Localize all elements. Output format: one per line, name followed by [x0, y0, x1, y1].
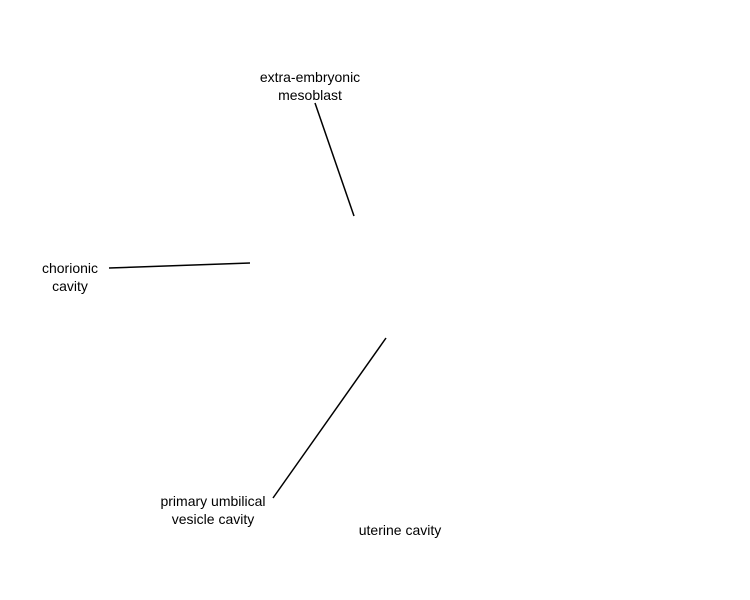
label-primary-umbilical-vesicle-cavity: primary umbilical vesicle cavity [148, 492, 278, 528]
leader-line-chorionic-cavity [108, 262, 251, 269]
label-chorionic-cavity-line-2: cavity [52, 278, 88, 294]
label-primary-umbilical-vesicle-cavity-line-2: vesicle cavity [171, 511, 255, 527]
label-uterine-cavity: uterine cavity [345, 521, 455, 539]
leader-line-primary-umbilical-vesicle-cavity [272, 337, 387, 499]
label-uterine-cavity-text: uterine cavity [358, 522, 442, 538]
label-primary-umbilical-vesicle-cavity-line-1: primary umbilical [160, 493, 266, 509]
label-extra-embryonic-mesoblast-line-2: mesoblast [278, 87, 342, 103]
label-chorionic-cavity-line-1: chorionic [41, 260, 99, 276]
leader-line-extra-embryonic-mesoblast [314, 102, 355, 217]
label-extra-embryonic-mesoblast: extra-embryonic mesoblast [240, 68, 380, 104]
label-extra-embryonic-mesoblast-line-1: extra-embryonic [259, 69, 361, 85]
label-chorionic-cavity: chorionic cavity [30, 259, 110, 295]
